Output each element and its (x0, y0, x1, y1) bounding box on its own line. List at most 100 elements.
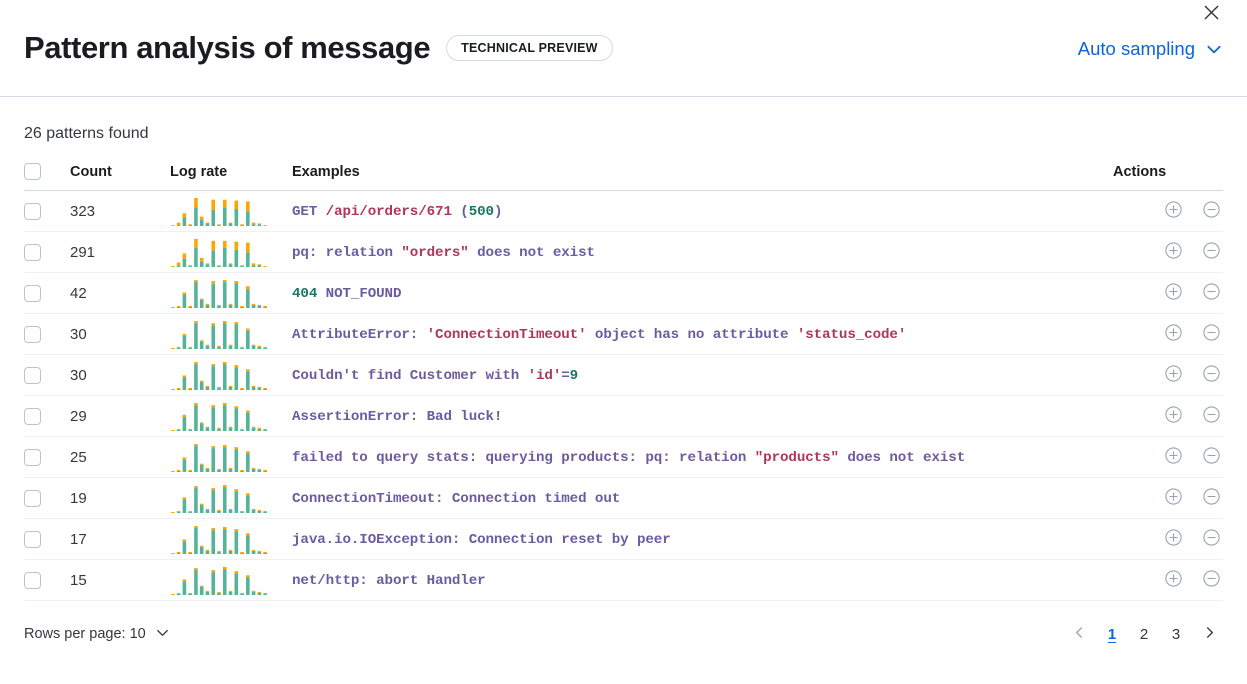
filter-for-value-button[interactable] (1163, 570, 1183, 590)
filter-out-value-button[interactable] (1201, 447, 1221, 467)
column-header-examples: Examples (292, 163, 1113, 192)
table-row[interactable]: 291 pq: relation "orders" does not exist (24, 231, 1223, 274)
filter-out-value-button[interactable] (1201, 242, 1221, 262)
row-log-rate-sparkline (170, 354, 292, 397)
code-token-ident: ( (451, 204, 469, 221)
row-actions (1113, 354, 1223, 397)
filter-out-value-button[interactable] (1201, 283, 1221, 303)
filter-for-value-button[interactable] (1163, 488, 1183, 508)
flyout-body: 26 patterns found Count Log rate Example… (0, 97, 1247, 602)
row-checkbox[interactable] (24, 366, 41, 384)
circle-plus-icon (1164, 487, 1183, 509)
row-checkbox[interactable] (24, 530, 41, 548)
row-checkbox[interactable] (24, 407, 41, 425)
filter-out-value-button[interactable] (1201, 201, 1221, 221)
row-actions (1113, 313, 1223, 356)
code-token-ident: net/http: abort Handler (292, 573, 486, 590)
row-select-cell (24, 477, 70, 520)
row-example-text: net/http: abort Handler (292, 573, 486, 589)
row-log-rate-sparkline (170, 313, 292, 356)
table-row[interactable]: 30 Couldn't find Customer with 'id'=9 (24, 354, 1223, 397)
chevron-down-icon (1205, 40, 1223, 58)
row-select-cell (24, 231, 70, 274)
row-actions (1113, 231, 1223, 274)
table-row[interactable]: 17 java.io.IOException: Connection reset… (24, 518, 1223, 561)
filter-out-value-button[interactable] (1201, 570, 1221, 590)
filter-out-value-button[interactable] (1201, 406, 1221, 426)
filter-for-value-button[interactable] (1163, 447, 1183, 467)
column-header-select (24, 163, 70, 192)
row-checkbox[interactable] (24, 571, 41, 589)
select-all-checkbox[interactable] (24, 163, 41, 181)
pagination-previous-button[interactable] (1065, 620, 1093, 648)
filter-for-value-button[interactable] (1163, 365, 1183, 385)
row-log-rate-sparkline (170, 395, 292, 438)
auto-sampling-label: Auto sampling (1077, 37, 1195, 59)
circle-minus-icon (1202, 364, 1221, 386)
rows-per-page-selector[interactable]: Rows per page: 10 (24, 625, 170, 644)
row-example: AttributeError: 'ConnectionTimeout' obje… (292, 313, 1113, 356)
code-token-str: 'ConnectionTimeout' (426, 327, 587, 344)
circle-minus-icon (1202, 569, 1221, 591)
code-token-ident: object has no attribute (586, 327, 797, 344)
table-row[interactable]: 42 404 NOT_FOUND (24, 272, 1223, 315)
filter-for-value-button[interactable] (1163, 283, 1183, 303)
filter-for-value-button[interactable] (1163, 242, 1183, 262)
circle-minus-icon (1202, 241, 1221, 263)
filter-out-value-button[interactable] (1201, 365, 1221, 385)
row-count: 30 (70, 313, 170, 356)
row-log-rate-sparkline (170, 477, 292, 520)
chevron-left-icon (1072, 625, 1087, 643)
circle-minus-icon (1202, 323, 1221, 345)
row-select-cell (24, 272, 70, 315)
filter-for-value-button[interactable] (1163, 201, 1183, 221)
pagination-page-2[interactable]: 2 (1131, 620, 1157, 648)
row-checkbox[interactable] (24, 202, 41, 220)
code-token-str: 'status_code' (796, 327, 907, 344)
row-checkbox[interactable] (24, 243, 41, 261)
table-row[interactable]: 15 net/http: abort Handler (24, 559, 1223, 602)
code-token-ident: pq: relation (292, 245, 402, 262)
circle-plus-icon (1164, 446, 1183, 468)
row-checkbox[interactable] (24, 284, 41, 302)
code-token-ident: does not exist (838, 450, 966, 467)
table-header-row: Count Log rate Examples Actions (24, 163, 1223, 192)
rows-per-page-label: Rows per page: 10 (24, 626, 146, 643)
filter-for-value-button[interactable] (1163, 406, 1183, 426)
code-token-ident: AttributeError: (292, 327, 427, 344)
pagination-page-1[interactable]: 1 (1099, 620, 1125, 648)
row-actions (1113, 559, 1223, 602)
filter-out-value-button[interactable] (1201, 324, 1221, 344)
filter-out-value-button[interactable] (1201, 488, 1221, 508)
code-token-num: 404 (292, 286, 318, 303)
code-token-ident: GET (292, 204, 326, 221)
table-row[interactable]: 30 AttributeError: 'ConnectionTimeout' o… (24, 313, 1223, 356)
table-row[interactable]: 19 ConnectionTimeout: Connection timed o… (24, 477, 1223, 520)
close-icon (1203, 4, 1220, 24)
row-checkbox[interactable] (24, 448, 41, 466)
row-select-cell (24, 354, 70, 397)
filter-for-value-button[interactable] (1163, 324, 1183, 344)
filter-out-value-button[interactable] (1201, 529, 1221, 549)
pagination-next-button[interactable] (1195, 620, 1223, 648)
column-header-actions: Actions (1113, 163, 1223, 192)
circle-minus-icon (1202, 446, 1221, 468)
row-example-text: failed to query stats: querying products… (292, 450, 965, 466)
close-button[interactable] (1199, 2, 1223, 26)
table-row[interactable]: 25 failed to query stats: querying produ… (24, 436, 1223, 479)
row-checkbox[interactable] (24, 489, 41, 507)
flyout-header: Pattern analysis of message TECHNICAL PR… (0, 0, 1247, 97)
pagination-page-3[interactable]: 3 (1163, 620, 1189, 648)
row-select-cell (24, 395, 70, 438)
code-token-ident: Couldn't find Customer with (292, 368, 528, 385)
table-row[interactable]: 29 AssertionError: Bad luck! (24, 395, 1223, 438)
chevron-right-icon (1202, 625, 1217, 643)
row-checkbox[interactable] (24, 325, 41, 343)
code-token-ident: does not exist (468, 245, 595, 262)
auto-sampling-dropdown[interactable]: Auto sampling (1078, 38, 1223, 60)
row-select-cell (24, 190, 70, 233)
row-example-text: AttributeError: 'ConnectionTimeout' obje… (292, 327, 906, 343)
code-token-ident: ConnectionTimeout: Connection timed out (292, 491, 621, 508)
filter-for-value-button[interactable] (1163, 529, 1183, 549)
table-row[interactable]: 323 GET /api/orders/671 (500) (24, 190, 1223, 233)
